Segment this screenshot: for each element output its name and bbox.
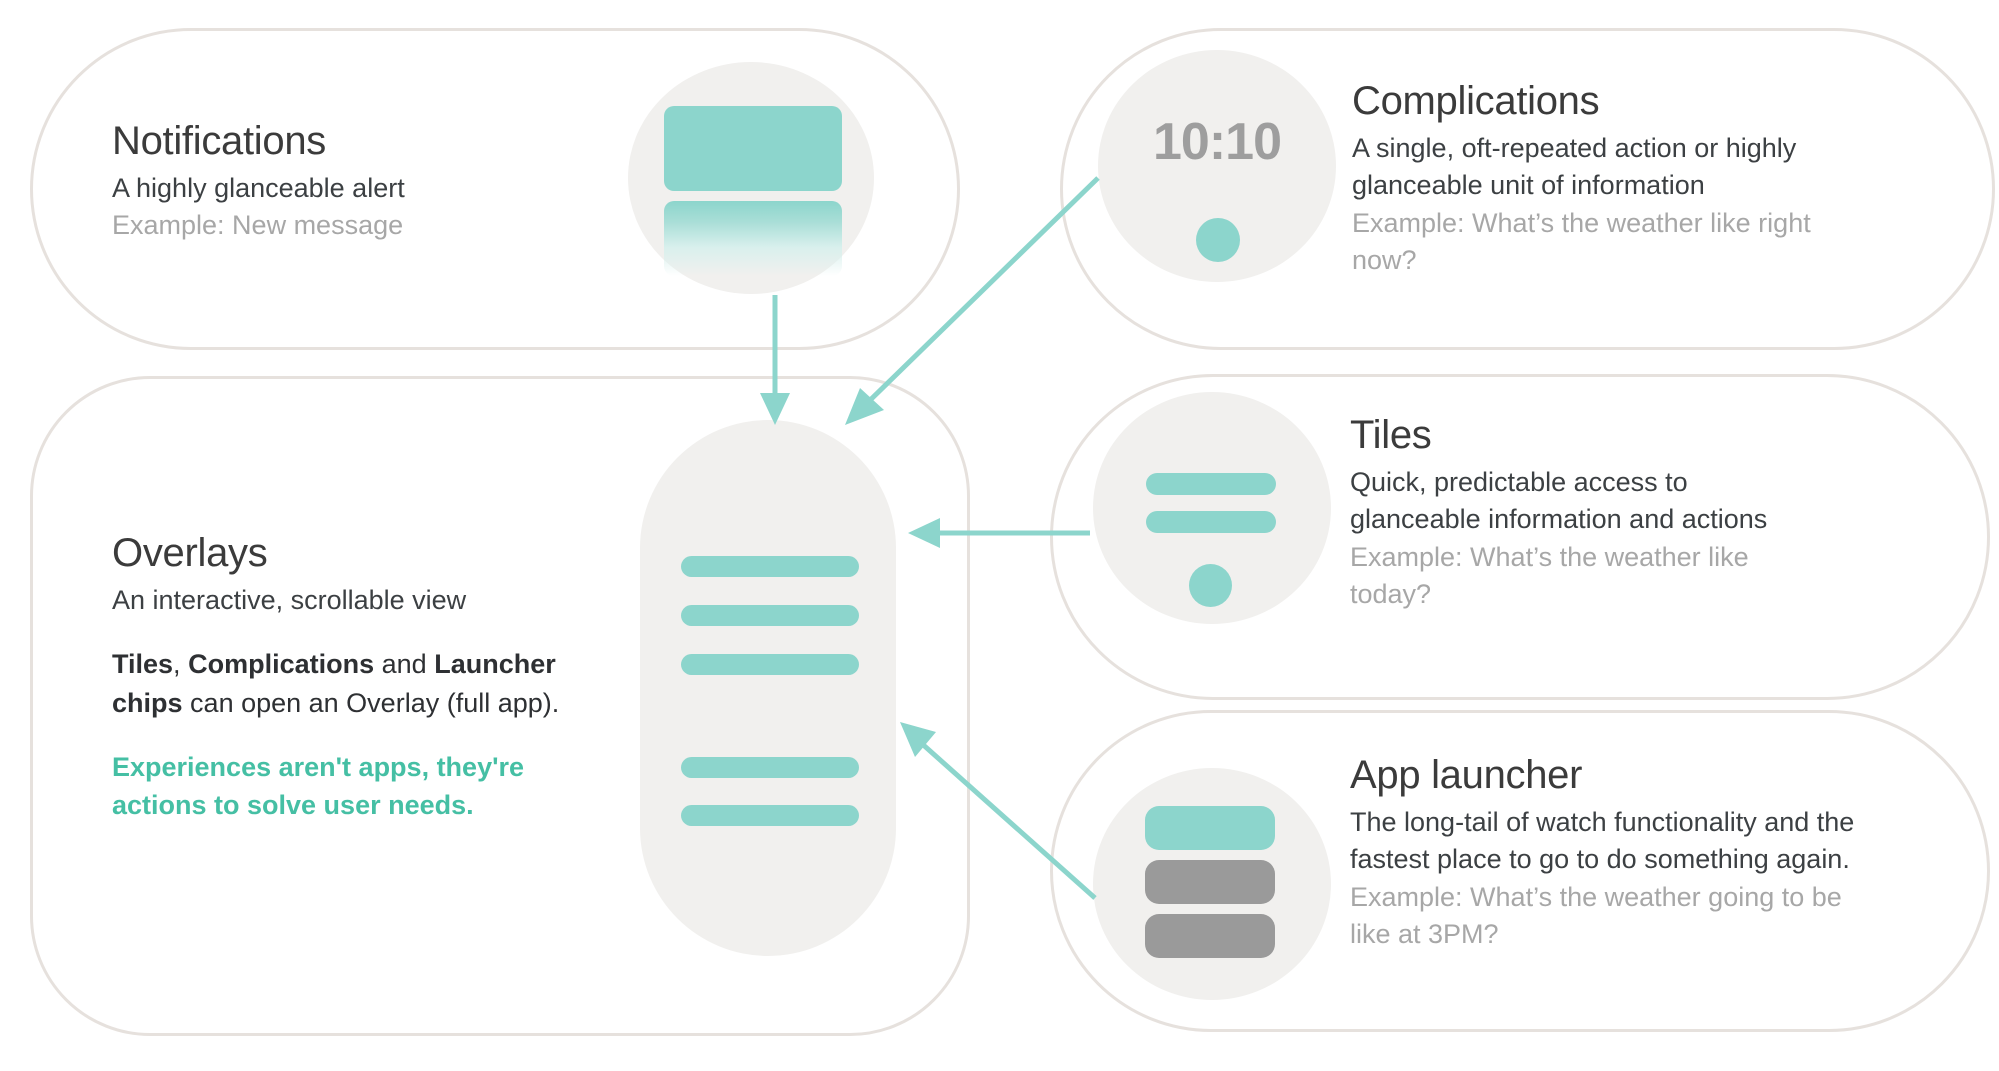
- overlays-title: Overlays: [112, 531, 268, 575]
- overlay-row-1: [681, 556, 859, 577]
- overlay-row-4: [681, 757, 859, 778]
- overlays-accent-line-2: actions to solve user needs.: [112, 790, 474, 821]
- overlays-term-complications: Complications: [188, 649, 375, 680]
- complications-body: A single, oft-repeated action or highly …: [1352, 133, 1797, 201]
- tiles-title: Tiles: [1350, 413, 1432, 457]
- overlay-watch-icon: [640, 420, 896, 956]
- app-launcher-example: Example: What’s the weather going to be …: [1350, 881, 1842, 949]
- overlays-strong-paragraph: Tiles, Complications and Launcher chips …: [112, 645, 582, 722]
- watchface-complication-icon: 10:10: [1098, 50, 1336, 282]
- notification-card-front: [664, 106, 842, 191]
- overlays-text-block: Overlays An interactive, scrollable view…: [112, 530, 582, 825]
- overlay-row-5: [681, 805, 859, 826]
- complications-example: Example: What’s the weather like right n…: [1352, 207, 1811, 275]
- launcher-chip-2: [1145, 860, 1275, 904]
- overlays-accent-line-1: Experiences aren't apps, they're: [112, 751, 525, 782]
- complications-title: Complications: [1352, 79, 1600, 123]
- complication-dot: [1196, 218, 1240, 262]
- overlays-term-launcher-chips: Launcher chips: [112, 649, 556, 718]
- overlays-strong-tail: can open an Overlay (full app).: [190, 687, 560, 718]
- notification-card-stacked-fade: [664, 201, 842, 276]
- tile-rows-icon: [1093, 392, 1331, 624]
- overlays-term-tiles: Tiles: [112, 649, 174, 680]
- app-launcher-body: The long-tail of watch functionality and…: [1350, 807, 1855, 875]
- tile-bar-1: [1146, 473, 1276, 495]
- overlay-row-2: [681, 605, 859, 626]
- overlays-comma: ,: [173, 649, 181, 680]
- overlays-connector: and: [381, 649, 427, 680]
- notifications-title: Notifications: [112, 119, 326, 163]
- complications-text-block: Complications A single, oft-repeated act…: [1352, 78, 1872, 279]
- notifications-body: A highly glanceable alert: [112, 173, 405, 203]
- launcher-chip-3: [1145, 914, 1275, 958]
- overlay-watch-body: [640, 420, 896, 956]
- overlays-spacer-2: [112, 722, 582, 748]
- notifications-text-block: Notifications A highly glanceable alert …: [112, 118, 532, 245]
- overlays-spacer-1: [112, 619, 582, 645]
- app-launcher-text-block: App launcher The long-tail of watch func…: [1350, 752, 1880, 953]
- launcher-chip-1: [1145, 806, 1275, 850]
- launcher-chips-icon: [1093, 768, 1331, 1000]
- tiles-example: Example: What’s the weather like today?: [1350, 541, 1749, 609]
- overlays-body: An interactive, scrollable view: [112, 585, 467, 615]
- notifications-example: Example: New message: [112, 210, 404, 241]
- tiles-text-block: Tiles Quick, predictable access to glanc…: [1350, 412, 1820, 613]
- notification-card-icon: [628, 62, 874, 294]
- app-launcher-title: App launcher: [1350, 753, 1583, 797]
- tile-dot: [1189, 564, 1232, 607]
- tile-bar-2: [1146, 511, 1276, 533]
- overlay-row-3: [681, 654, 859, 675]
- watch-time-label: 10:10: [1153, 113, 1282, 171]
- tiles-body: Quick, predictable access to glanceable …: [1350, 467, 1768, 535]
